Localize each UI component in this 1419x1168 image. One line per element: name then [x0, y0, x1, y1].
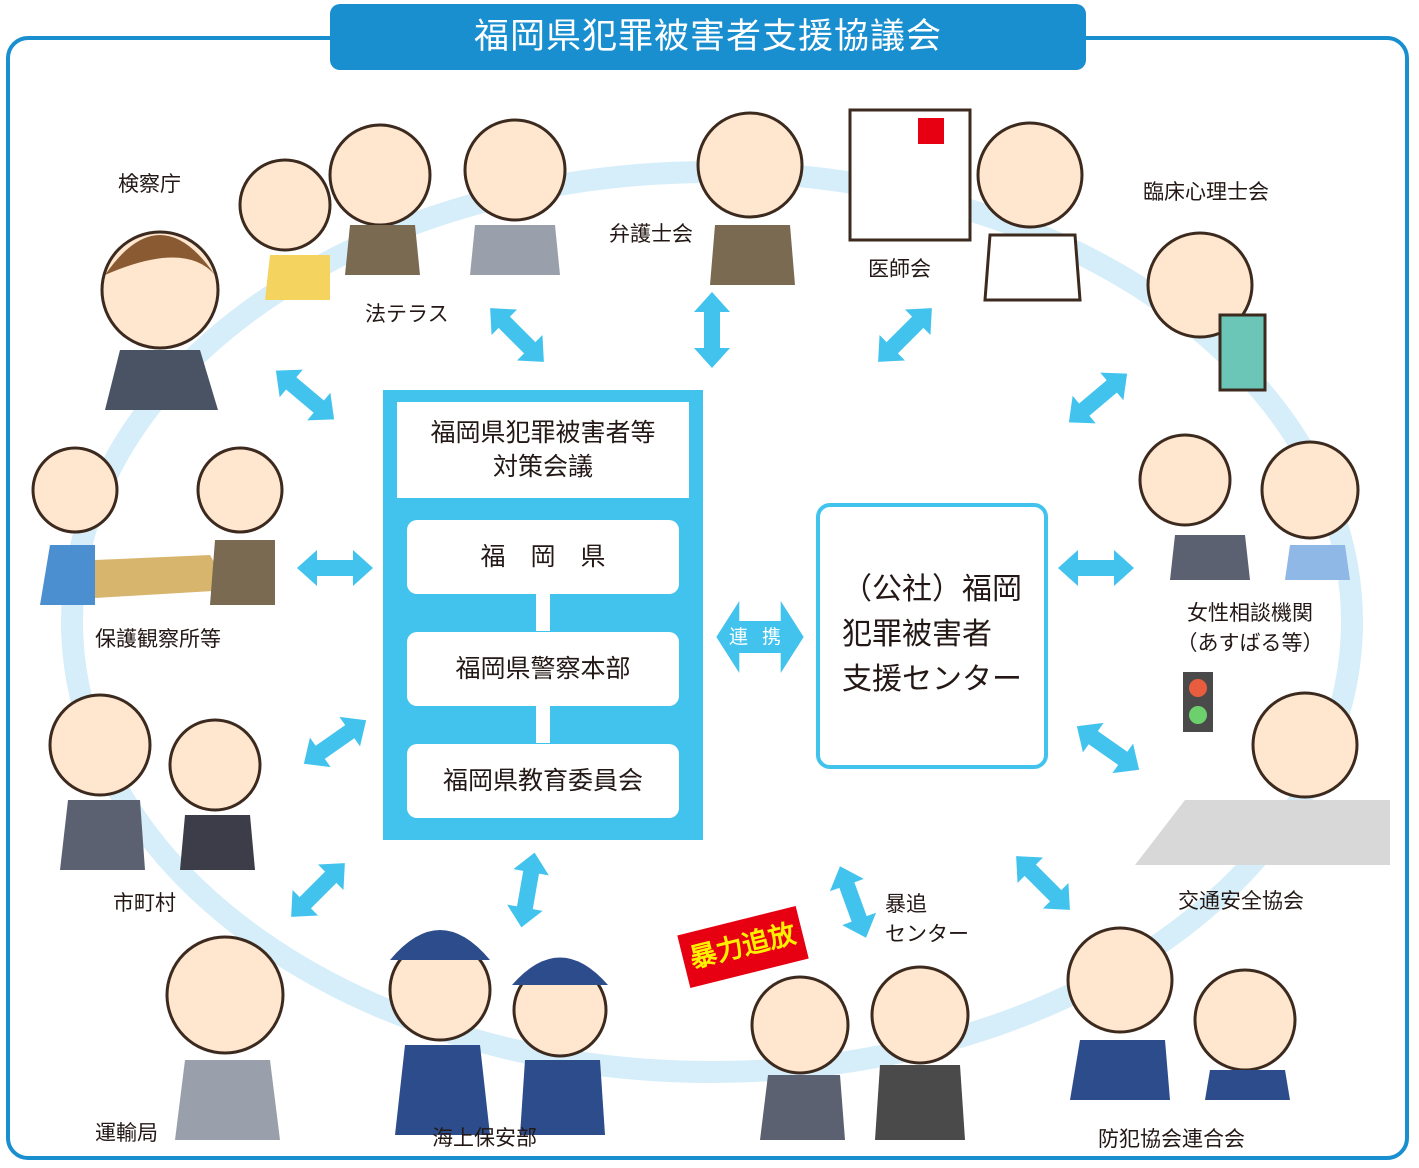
arrow-unyu	[278, 850, 358, 930]
renkei-label: 連 携	[728, 626, 786, 648]
label-unyu: 運輸局	[95, 1121, 158, 1145]
arrow-kotsu	[1066, 711, 1150, 785]
label-houterasu: 法テラス	[365, 302, 449, 326]
arrow-bohan	[1003, 843, 1083, 923]
arrow-rinsho	[1057, 359, 1139, 437]
label-boui-line2: センター	[885, 922, 969, 946]
kaijo-figures	[388, 930, 608, 1135]
houterasu-figures	[238, 118, 567, 300]
rinsho-figure	[1146, 231, 1267, 392]
label-shichoson: 市町村	[113, 891, 176, 915]
label-josei-line1: 女性相談機関	[1187, 601, 1313, 625]
label-rinsho: 臨床心理士会	[1143, 180, 1269, 204]
support-center-line1: （公社）福岡	[842, 572, 1022, 607]
bengoshi-figure	[696, 111, 804, 285]
council-connector	[536, 705, 550, 743]
arrow-boui	[823, 860, 883, 944]
boui-figures	[750, 965, 970, 1140]
label-bohan: 防犯協会連合会	[1098, 1127, 1245, 1151]
support-center-box: （公社）福岡 犯罪被害者 支援センター	[816, 503, 1048, 769]
arrow-kaijo	[503, 849, 553, 931]
kensatsu-figure	[100, 230, 220, 410]
arrow-josei	[1058, 550, 1134, 586]
council-title: 福岡県犯罪被害者等 対策会議	[397, 402, 689, 498]
shichoson-figures	[48, 693, 262, 870]
support-center-line3: 支援センター	[842, 662, 1022, 697]
label-hogo: 保護観察所等	[95, 627, 221, 651]
label-ishikai: 医師会	[868, 257, 931, 281]
arrow-shichoson	[293, 705, 377, 779]
kotsu-figure	[1135, 672, 1390, 865]
arrow-kensatsu	[264, 356, 346, 434]
label-boui-line1: 暴追	[885, 892, 927, 916]
council-member-prefecture: 福 岡 県	[407, 520, 679, 594]
label-boui: 暴追 センター	[885, 888, 969, 948]
hogo-figures	[31, 446, 284, 605]
bohan-figures	[1066, 926, 1297, 1100]
council-member-education: 福岡県教育委員会	[407, 744, 679, 818]
label-josei: 女性相談機関 （あすばる等）	[1170, 597, 1330, 657]
label-kaijo: 海上保安部	[432, 1126, 537, 1150]
page-title: 福岡県犯罪被害者支援協議会	[330, 4, 1086, 70]
label-josei-line2: （あすばる等）	[1176, 631, 1324, 655]
arrow-ishikai	[865, 295, 945, 375]
unyu-figure	[165, 935, 285, 1140]
arrow-bengoshi	[694, 292, 730, 368]
council-member-police: 福岡県警察本部	[407, 632, 679, 706]
label-kensatsu: 検察庁	[118, 172, 181, 196]
council-connector	[536, 593, 550, 631]
label-kotsu: 交通安全協会	[1178, 889, 1304, 913]
josei-figures	[1138, 433, 1360, 580]
arrow-hogo	[297, 550, 373, 586]
arrow-houterasu	[477, 295, 557, 375]
council-title-line2: 対策会議	[492, 451, 593, 481]
council-title-line1: 福岡県犯罪被害者等	[430, 418, 656, 447]
label-bengoshi: 弁護士会	[609, 222, 693, 246]
support-center-line2: 犯罪被害者	[842, 617, 992, 652]
ishikai-figure	[848, 108, 1084, 302]
